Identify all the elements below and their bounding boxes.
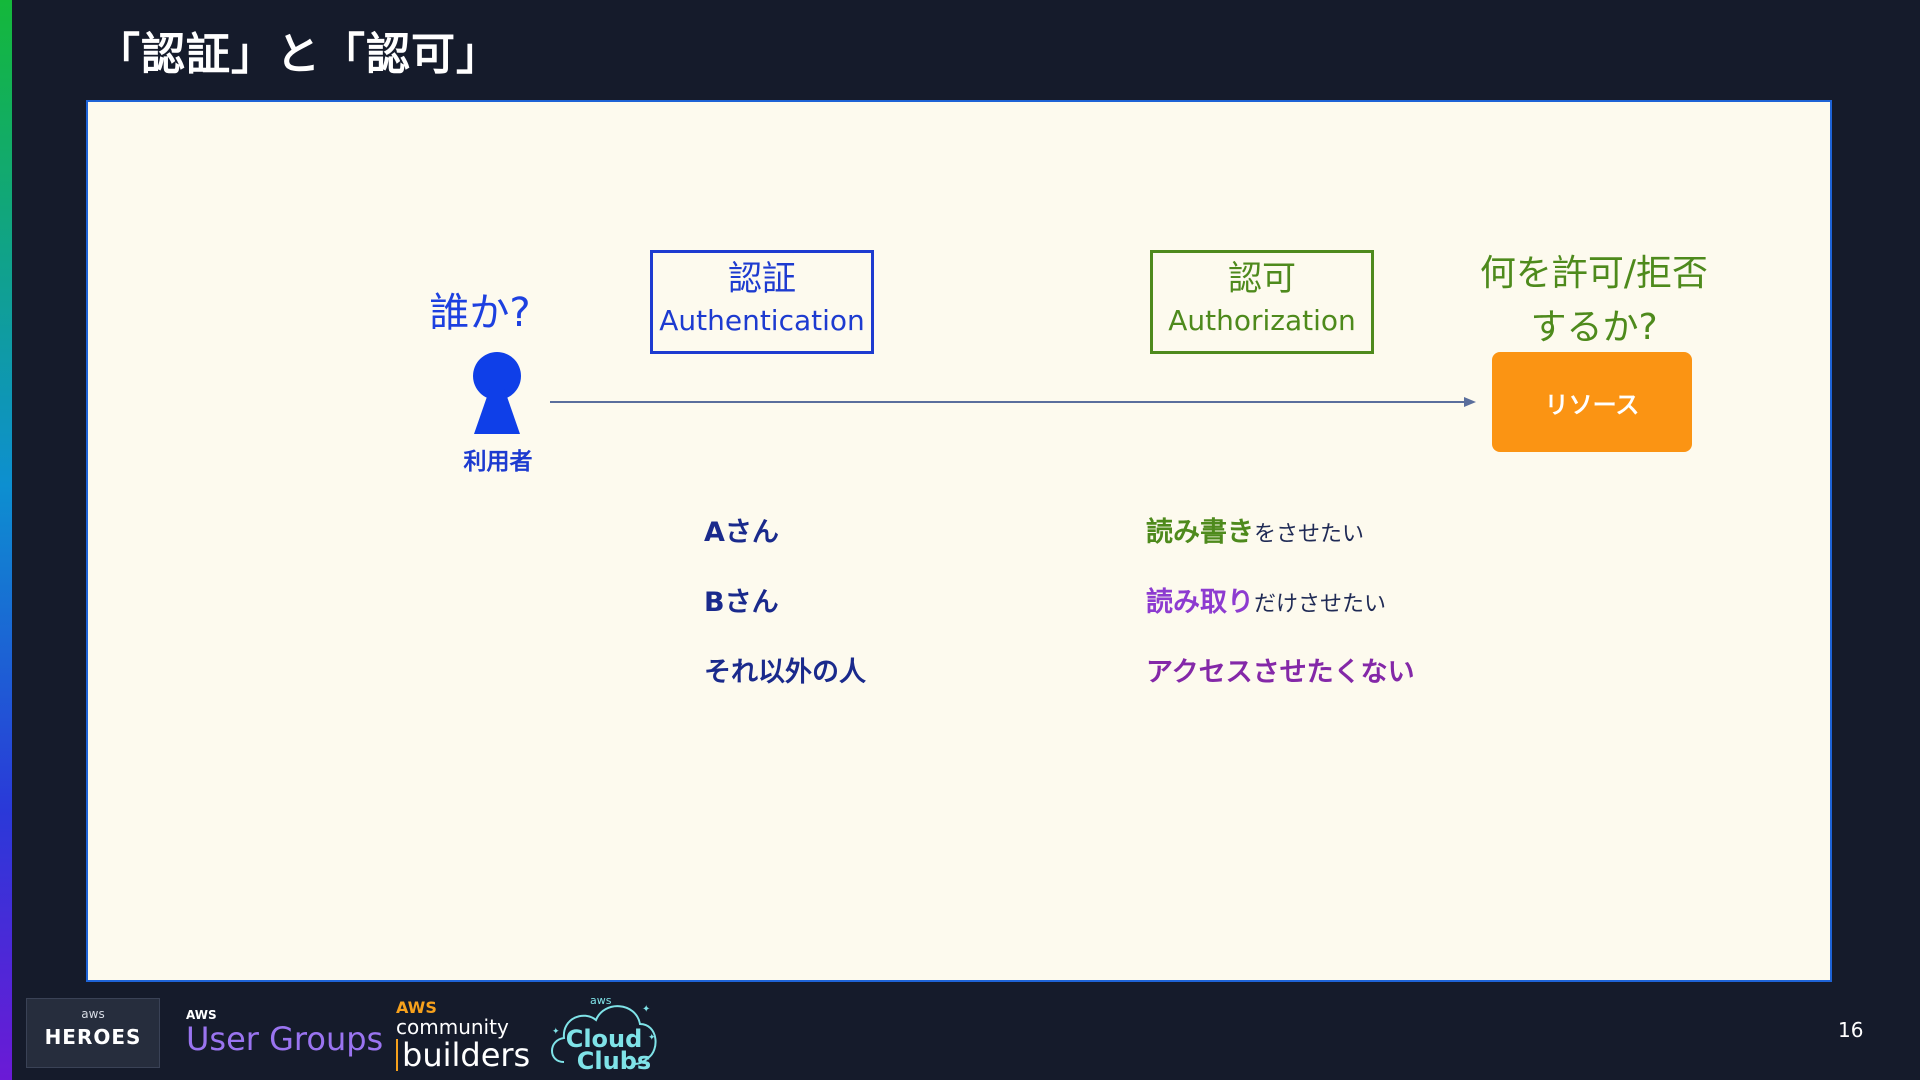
aws-cloud-clubs-logo: ✦ ✦ ✦ aws Cloud Clubs <box>544 988 664 1073</box>
aws-community-builders-logo: AWS community builders <box>396 1000 530 1071</box>
community-text: community <box>396 1015 509 1039</box>
builders-text: builders <box>396 1039 530 1071</box>
community-builders-aws-mark: AWS <box>396 998 437 1017</box>
authorization-jp-label: 認可 <box>1228 259 1296 299</box>
heroes-text: HEROES <box>44 1025 142 1049</box>
svg-text:✦: ✦ <box>642 1004 650 1015</box>
authentication-box: 認証 Authentication <box>650 250 874 354</box>
permission-b: 読み取りだけさせたい <box>1146 580 1386 619</box>
aws-heroes-logo: aws HEROES <box>26 998 160 1068</box>
permission-b-tail: だけさせたい <box>1254 592 1387 617</box>
authorization-box: 認可 Authorization <box>1150 250 1374 354</box>
user-groups-aws-mark: AWS <box>186 1008 217 1022</box>
cloud-clubs-line-2: Clubs <box>576 1047 652 1075</box>
content-panel: 誰か? 利用者 認証 Authentication 認可 Authorizati… <box>86 100 1832 982</box>
person-icon <box>473 352 521 434</box>
permission-question: 何を許可/拒否 するか? <box>1444 247 1744 355</box>
example-user-b: Bさん <box>704 587 779 618</box>
flow-arrow <box>550 397 1476 407</box>
resource-box: リソース <box>1492 352 1692 452</box>
permission-a-tail: をさせたい <box>1254 522 1365 547</box>
aws-user-groups-logo: AWS User Groups <box>186 1008 383 1056</box>
example-user-others: それ以外の人 <box>704 657 866 688</box>
cloud-clubs-aws-mark: aws <box>590 994 612 1007</box>
heroes-aws-mark: aws <box>81 1007 105 1021</box>
page-number: 16 <box>1838 1018 1864 1042</box>
authentication-en-label: Authentication <box>659 304 865 337</box>
user-label: 利用者 <box>463 449 533 475</box>
permission-a: 読み書きをさせたい <box>1146 510 1364 549</box>
slide-title: 「認証」と「認可」 <box>96 29 501 80</box>
permission-b-strong: 読み取り <box>1146 587 1254 618</box>
cloud-clubs-line-1: Cloud <box>565 1025 643 1053</box>
authentication-jp-label: 認証 <box>728 259 796 299</box>
who-label: 誰か? <box>429 290 531 336</box>
user-groups-text: User Groups <box>186 1020 384 1058</box>
permission-a-strong: 読み書き <box>1146 517 1254 548</box>
permission-others: アクセスさせたくない <box>1146 650 1415 689</box>
example-user-a: Aさん <box>704 517 779 548</box>
gradient-accent-bar <box>0 0 12 1080</box>
question-line-2: するか? <box>1530 307 1658 348</box>
svg-text:✦: ✦ <box>648 1033 656 1043</box>
question-line-1: 何を許可/拒否 <box>1479 253 1709 294</box>
cloud-outline-icon: ✦ ✦ ✦ <box>551 1004 657 1065</box>
permission-others-strong: アクセスさせたくない <box>1146 657 1415 688</box>
svg-text:✦: ✦ <box>552 1027 560 1037</box>
authorization-en-label: Authorization <box>1168 304 1356 337</box>
